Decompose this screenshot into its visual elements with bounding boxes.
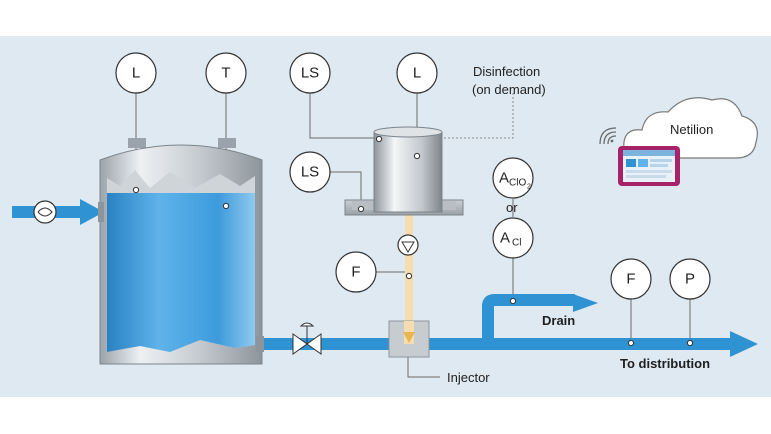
drain-pipe [482, 294, 575, 344]
svg-text:F: F [626, 271, 635, 288]
to-distribution-label: To distribution [620, 356, 710, 371]
svg-text:2: 2 [527, 184, 531, 191]
tank-water [107, 193, 255, 352]
svg-text:LS: LS [301, 164, 319, 181]
svg-text:A: A [499, 170, 509, 187]
dosing-unit [344, 126, 464, 216]
instrument-dosing-flow: F [335, 251, 377, 293]
instrument-analyzer-clo2: A ClO 2 [492, 157, 534, 199]
main-pipe [262, 338, 732, 350]
instrument-dosing-level-switch-top: LS [289, 52, 331, 94]
instrument-tank-temperature: T [205, 52, 247, 94]
dosing-line [405, 253, 413, 326]
netilion-cloud-icon: Netilion [623, 97, 758, 159]
svg-text:LS: LS [301, 65, 319, 82]
instrument-analyzer-cl: A Cl [492, 217, 534, 259]
svg-text:L: L [413, 65, 421, 82]
leader-dots [132, 135, 694, 347]
main-valve-icon [292, 322, 322, 355]
inlet-arrow [80, 199, 104, 225]
instrument-distribution-flow: F [610, 258, 652, 300]
instrument-tank-level: L [115, 52, 157, 94]
instrument-dosing-level: L [396, 52, 438, 94]
svg-text:A: A [500, 230, 510, 247]
drain-label: Drain [542, 313, 575, 328]
svg-text:Cl: Cl [512, 238, 521, 249]
netilion-label: Netilion [670, 122, 713, 137]
instrument-dosing-level-switch-side: LS [289, 151, 331, 193]
storage-tank [98, 138, 264, 365]
disinfection-label-line2: (on demand) [472, 82, 546, 97]
svg-text:T: T [221, 65, 230, 82]
disinfection-leader [443, 93, 514, 139]
tablet-device-icon [618, 146, 680, 186]
injector-label: Injector [447, 370, 490, 385]
instrument-distribution-pressure: P [669, 258, 711, 300]
drain-arrow [573, 294, 598, 312]
disinfection-label-line1: Disinfection [473, 64, 540, 79]
svg-text:ClO: ClO [509, 178, 526, 189]
wifi-icon [599, 127, 617, 145]
distribution-arrow [730, 331, 758, 357]
svg-text:F: F [351, 264, 360, 281]
svg-text:L: L [132, 65, 140, 82]
svg-text:P: P [685, 271, 695, 288]
leader-lines [135, 92, 691, 378]
or-label: or [506, 200, 518, 215]
